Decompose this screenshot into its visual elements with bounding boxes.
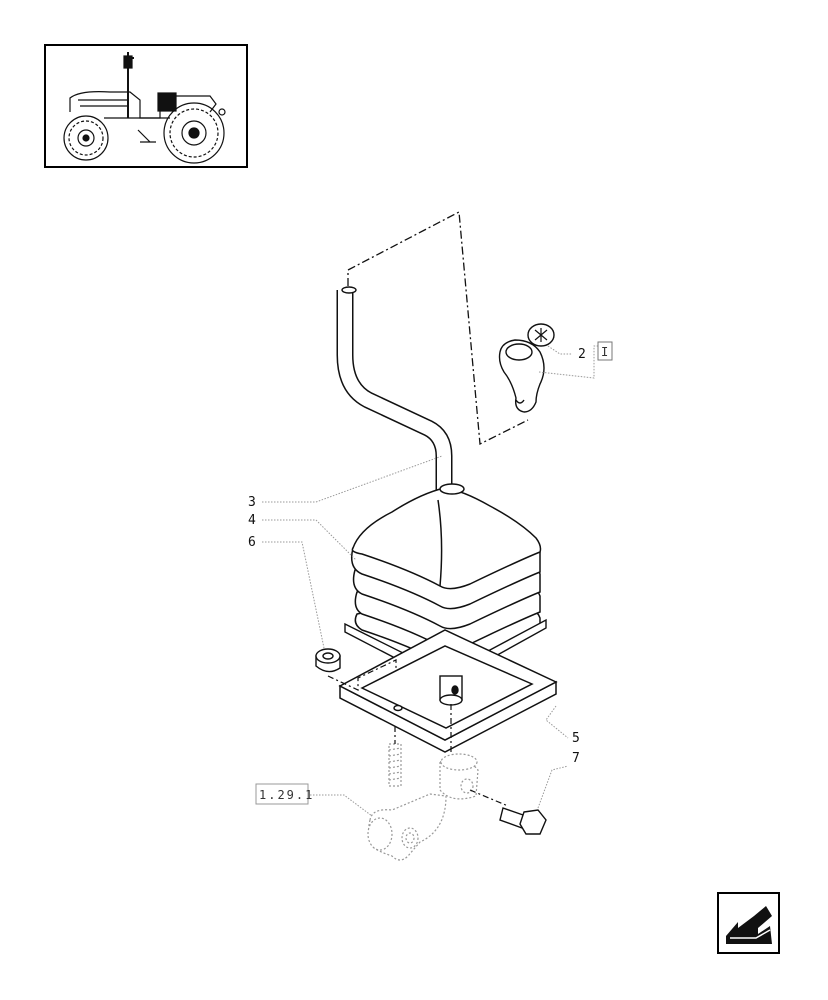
lever-pin	[439, 675, 463, 706]
callout-7: 7	[572, 751, 580, 766]
gear-lever-rod	[336, 286, 453, 490]
context-stud	[388, 743, 402, 787]
hex-bolt	[499, 807, 547, 835]
shift-pattern-badge	[527, 323, 555, 347]
tractor-thumbnail	[44, 44, 248, 168]
section-ref-box[interactable]	[255, 783, 309, 805]
knob-ref-label: I	[601, 345, 610, 359]
back-arrow-icon	[726, 906, 772, 944]
knob-ref-box	[597, 341, 613, 361]
leader-lines	[262, 345, 600, 817]
context-selector-arm	[367, 753, 479, 861]
callout-2: 2	[578, 347, 586, 362]
flange-nut	[315, 648, 341, 673]
callout-6: 6	[248, 535, 256, 550]
lever-knob	[498, 339, 545, 413]
tractor-thumbnail-icon	[63, 52, 226, 164]
callout-5: 5	[572, 731, 580, 746]
lever-boot	[350, 483, 542, 666]
nut-link-line	[327, 659, 397, 691]
back-navigation-button[interactable]	[717, 892, 780, 954]
section-ref-label[interactable]: 1.29.1	[259, 788, 314, 802]
callout-4: 4	[248, 513, 256, 528]
callout-3: 3	[248, 495, 256, 510]
